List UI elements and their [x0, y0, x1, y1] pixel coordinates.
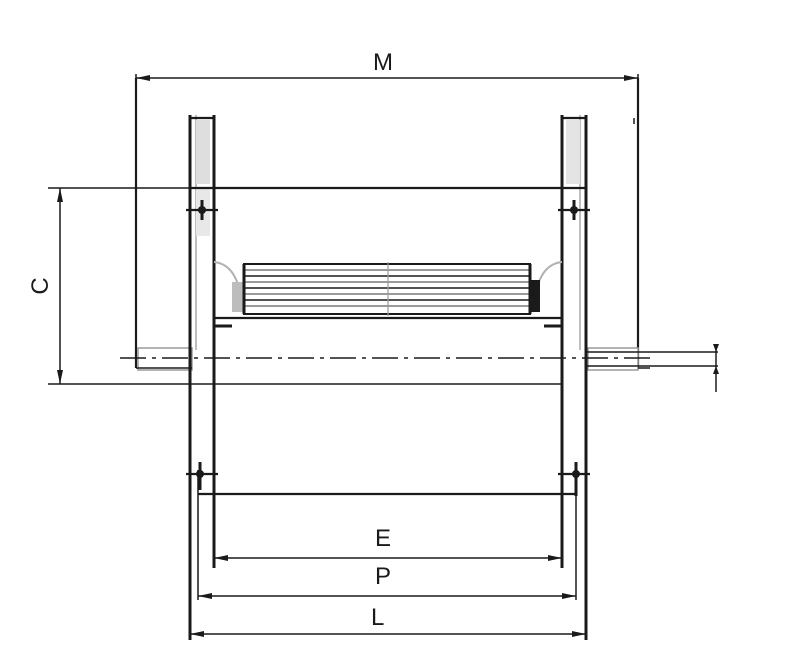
left-mounting-foot — [136, 347, 193, 371]
dimension-m-label: M — [373, 49, 393, 76]
dimension-l-label: L — [371, 604, 384, 631]
dimension-p: P — [198, 563, 576, 599]
dimension-l: L — [190, 604, 586, 637]
shaft-end — [586, 344, 719, 392]
dimension-p-label: P — [375, 563, 391, 590]
lower-right-bolt — [558, 462, 590, 496]
right-side-plate — [560, 115, 588, 640]
lower-left-bolt — [186, 462, 218, 490]
dimension-e-label: E — [375, 525, 391, 552]
dimension-c-label: C — [27, 277, 54, 294]
upper-left-bolt — [186, 200, 218, 220]
roller-drum — [213, 261, 563, 316]
right-mounting-foot — [587, 347, 650, 371]
left-side-plate — [188, 115, 216, 640]
upper-right-bolt — [558, 200, 590, 220]
dimension-c: C — [27, 187, 562, 385]
dimension-m: M — [135, 49, 639, 84]
dimension-e: E — [214, 525, 562, 561]
